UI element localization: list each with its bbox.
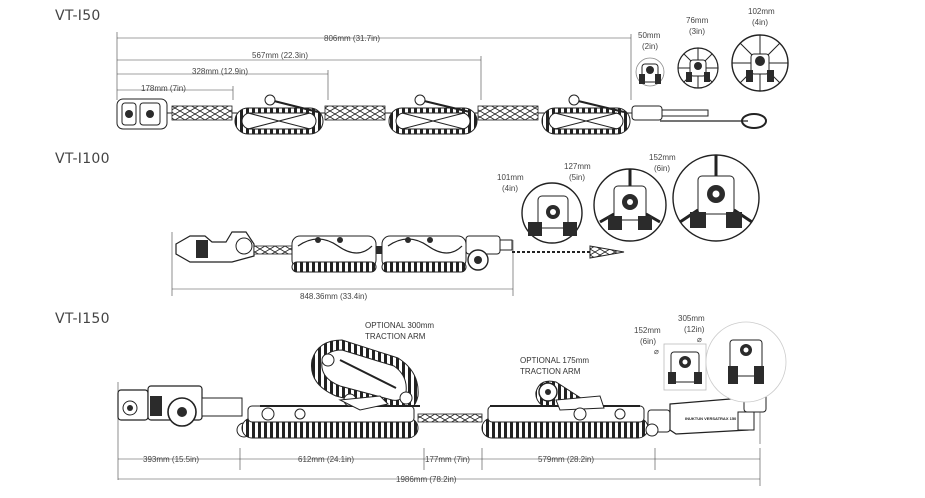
vt-i50-size-2: 76mm (686, 16, 709, 25)
vt-i50-dim-3: 567mm (22.3in) (252, 51, 308, 60)
vt-i150-dim-4: 579mm (28.2in) (538, 455, 594, 464)
vt-i50-cross-section-102 (731, 34, 789, 92)
vt-i100-cross-section-152 (672, 154, 760, 242)
vt-i50-size-1: 50mm (638, 31, 661, 40)
vt-i150-dim-overall: 1986mm (78.2in) (396, 475, 457, 484)
vt-i50-crawler (116, 94, 767, 135)
vt-i50-cross-section-50 (635, 57, 665, 87)
vt-i50-size-2-sub: (3in) (689, 27, 705, 36)
vt-i150-crawler: INUKTUN VERSATRAX 150 (117, 339, 767, 480)
vt-i100-title: VT-I100 (55, 151, 110, 167)
vt-i100-crawler (171, 231, 625, 296)
vt-i100-dim-overall: 848.36mm (33.4in) (300, 292, 367, 301)
vt-i150-dimensions: 393mm (15.5in) 612mm (24.1in) 177mm (7in… (118, 448, 761, 486)
vt-i150-cross-section-152 (663, 343, 707, 391)
vt-i50-size-3-sub: (4in) (752, 18, 768, 27)
vt-i100-size-1: 101mm (497, 173, 524, 182)
vt-i100-size-3: 152mm (649, 153, 676, 162)
vt-i50-dim-2: 328mm (12.9in) (192, 67, 248, 76)
vt-i150-size-1: 152mm (634, 326, 661, 335)
vt-i50-size-1-sub: (2in) (642, 42, 658, 51)
vt-i100-cross-section-101 (521, 182, 583, 244)
vt-i100-size-3-sub: (6in) (654, 164, 670, 173)
vt-i150-dim-1: 393mm (15.5in) (143, 455, 199, 464)
vt-i150-dim-2: 612mm (24.1in) (298, 455, 354, 464)
vt-i50-title: VT-I50 (55, 8, 101, 24)
vt-i150-size-2-sub: (12in) (684, 325, 705, 334)
vt-i100-size-1-sub: (4in) (502, 184, 518, 193)
vt-i150-cross-section-305 (705, 321, 787, 403)
vt-i150-note-300-line2: TRACTION ARM (365, 332, 426, 341)
vt-i150-title: VT-I150 (55, 311, 110, 327)
vt-i50-cross-section-76 (677, 47, 719, 89)
svg-text:⌀: ⌀ (654, 347, 659, 356)
vt-i50-dimensions: 806mm (31.7in) 567mm (22.3in) 328mm (12.… (116, 32, 632, 100)
vt-i150-dim-3: 177mm (7in) (425, 455, 470, 464)
svg-text:⌀: ⌀ (697, 335, 702, 344)
vt-i100-size-2-sub: (5in) (569, 173, 585, 182)
vt-i100-size-2: 127mm (564, 162, 591, 171)
vt-i150-note-175-line1: OPTIONAL 175mm (520, 356, 589, 365)
vt-i50-dim-overall: 806mm (31.7in) (324, 34, 380, 43)
vt-i50-pipe-sizes: 50mm (2in) 76mm (3in) 102mm (4in) (635, 7, 789, 92)
vt-i150-pipe-sizes: 152mm (6in) ⌀ 305mm (12in) ⌀ (634, 314, 787, 403)
vt-i150-body-label: INUKTUN VERSATRAX 150 (685, 416, 737, 421)
vt-i150-note-175-line2: TRACTION ARM (520, 367, 581, 376)
vt-i150-size-1-sub: (6in) (640, 337, 656, 346)
vt-i100-dimensions: 848.36mm (33.4in) (172, 288, 513, 301)
vt-i50-size-3: 102mm (748, 7, 775, 16)
vt-i100-pipe-sizes: 101mm (4in) 127mm (5in) 152mm (6in) (497, 153, 760, 244)
vt-i50-dim-1: 178mm (7in) (141, 84, 186, 93)
vt-i150-notes: OPTIONAL 300mm TRACTION ARM OPTIONAL 175… (365, 321, 589, 376)
vt-i150-size-2: 305mm (678, 314, 705, 323)
vt-i150-note-300-line1: OPTIONAL 300mm (365, 321, 434, 330)
vt-i100-cross-section-127 (593, 168, 667, 242)
